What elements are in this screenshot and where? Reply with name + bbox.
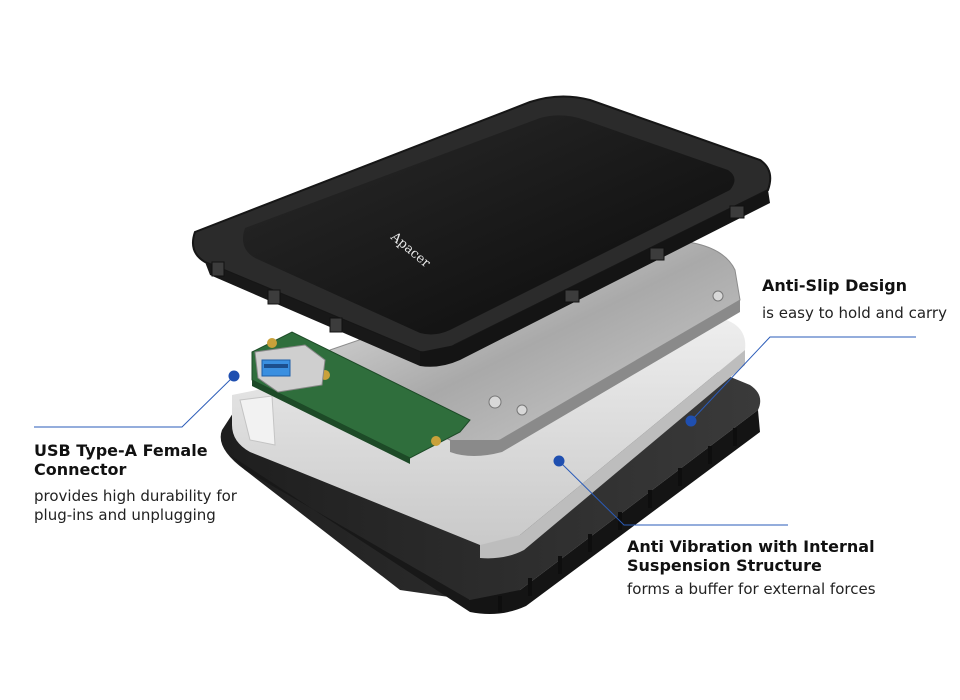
callout-title: USB Type-A Female Connector	[34, 441, 208, 479]
pcb-mounting-hole	[431, 436, 441, 446]
callout-title: Anti Vibration with Internal Suspension …	[627, 537, 875, 575]
leader-dot-anti-vibration	[553, 455, 565, 467]
drive-screw	[712, 290, 724, 302]
callout-usb-connector: USB Type-A Female Connector provides hig…	[34, 441, 264, 525]
callout-title: Anti-Slip Design	[762, 276, 908, 295]
callout-description: forms a buffer for external forces	[627, 580, 876, 598]
callout-description: is easy to hold and carry	[762, 304, 947, 322]
callout-anti-slip: Anti-Slip Design is easy to hold and car…	[762, 276, 960, 323]
leader-line-anti-vibration	[558, 460, 788, 526]
usb-type-a-port	[254, 344, 326, 393]
callout-description: provides high durability for plug-ins an…	[34, 487, 237, 524]
leader-line-usb	[34, 375, 235, 428]
top-cover: Apacer	[192, 95, 772, 367]
callout-anti-vibration: Anti Vibration with Internal Suspension …	[627, 537, 927, 599]
bumper-ridges	[498, 428, 737, 612]
leader-line-anti-slip	[690, 336, 916, 422]
drive-screw	[516, 404, 528, 416]
leader-dot-anti-slip	[685, 415, 697, 427]
pcb-mounting-hole	[267, 338, 277, 348]
callout-leaders	[34, 336, 916, 526]
drive-screw	[488, 395, 502, 409]
leader-dot-usb	[228, 370, 240, 382]
cover-clips	[211, 205, 745, 333]
